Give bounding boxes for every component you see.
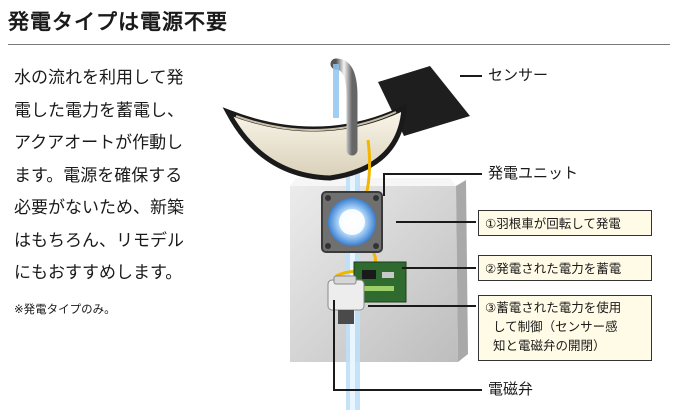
solenoid-valve-label: 電磁弁	[488, 380, 534, 398]
callout-control-line: 知と電磁弁の開閉）	[493, 338, 606, 353]
description-line: ます。電源を確保する	[14, 165, 183, 186]
page-title: 発電タイプは電源不要	[8, 10, 228, 34]
description-line: 必要がないため、新築	[14, 198, 184, 218]
leader-lines	[333, 75, 482, 391]
title-divider	[8, 44, 670, 45]
generator-unit	[321, 191, 383, 253]
callout-store: ②発電された電力を蓄電	[478, 255, 652, 281]
callout-control: ③蓄電された電力を使用 して制御（センサー感 知と電磁弁の開閉）	[478, 295, 652, 361]
callout-generate: ①羽根車が回転して発電	[478, 210, 652, 236]
solenoid-valve	[327, 275, 365, 324]
generator-unit-label: 発電ユニット	[488, 164, 579, 182]
faucet-spout	[330, 58, 358, 156]
basin	[222, 103, 407, 181]
callout-control-line: して制御（センサー感	[493, 319, 618, 334]
description-line: にもおすすめします。	[14, 263, 183, 283]
description-line: アクアオートが作動し	[14, 133, 184, 153]
description-line: はもちろん、リモデル	[14, 230, 184, 251]
sensor-label: センサー	[488, 66, 549, 84]
description: 水の流れを利用して発 電した電力を蓄電し、 アクアオートが作動し ます。電源を確…	[14, 62, 226, 290]
footnote: ※発電タイプのみ。	[14, 302, 116, 316]
callout-control-line: ③蓄電された電力を使用	[485, 300, 622, 315]
description-line: 電した電力を蓄電し、	[14, 100, 184, 121]
description-line: 水の流れを利用して発	[14, 68, 184, 88]
